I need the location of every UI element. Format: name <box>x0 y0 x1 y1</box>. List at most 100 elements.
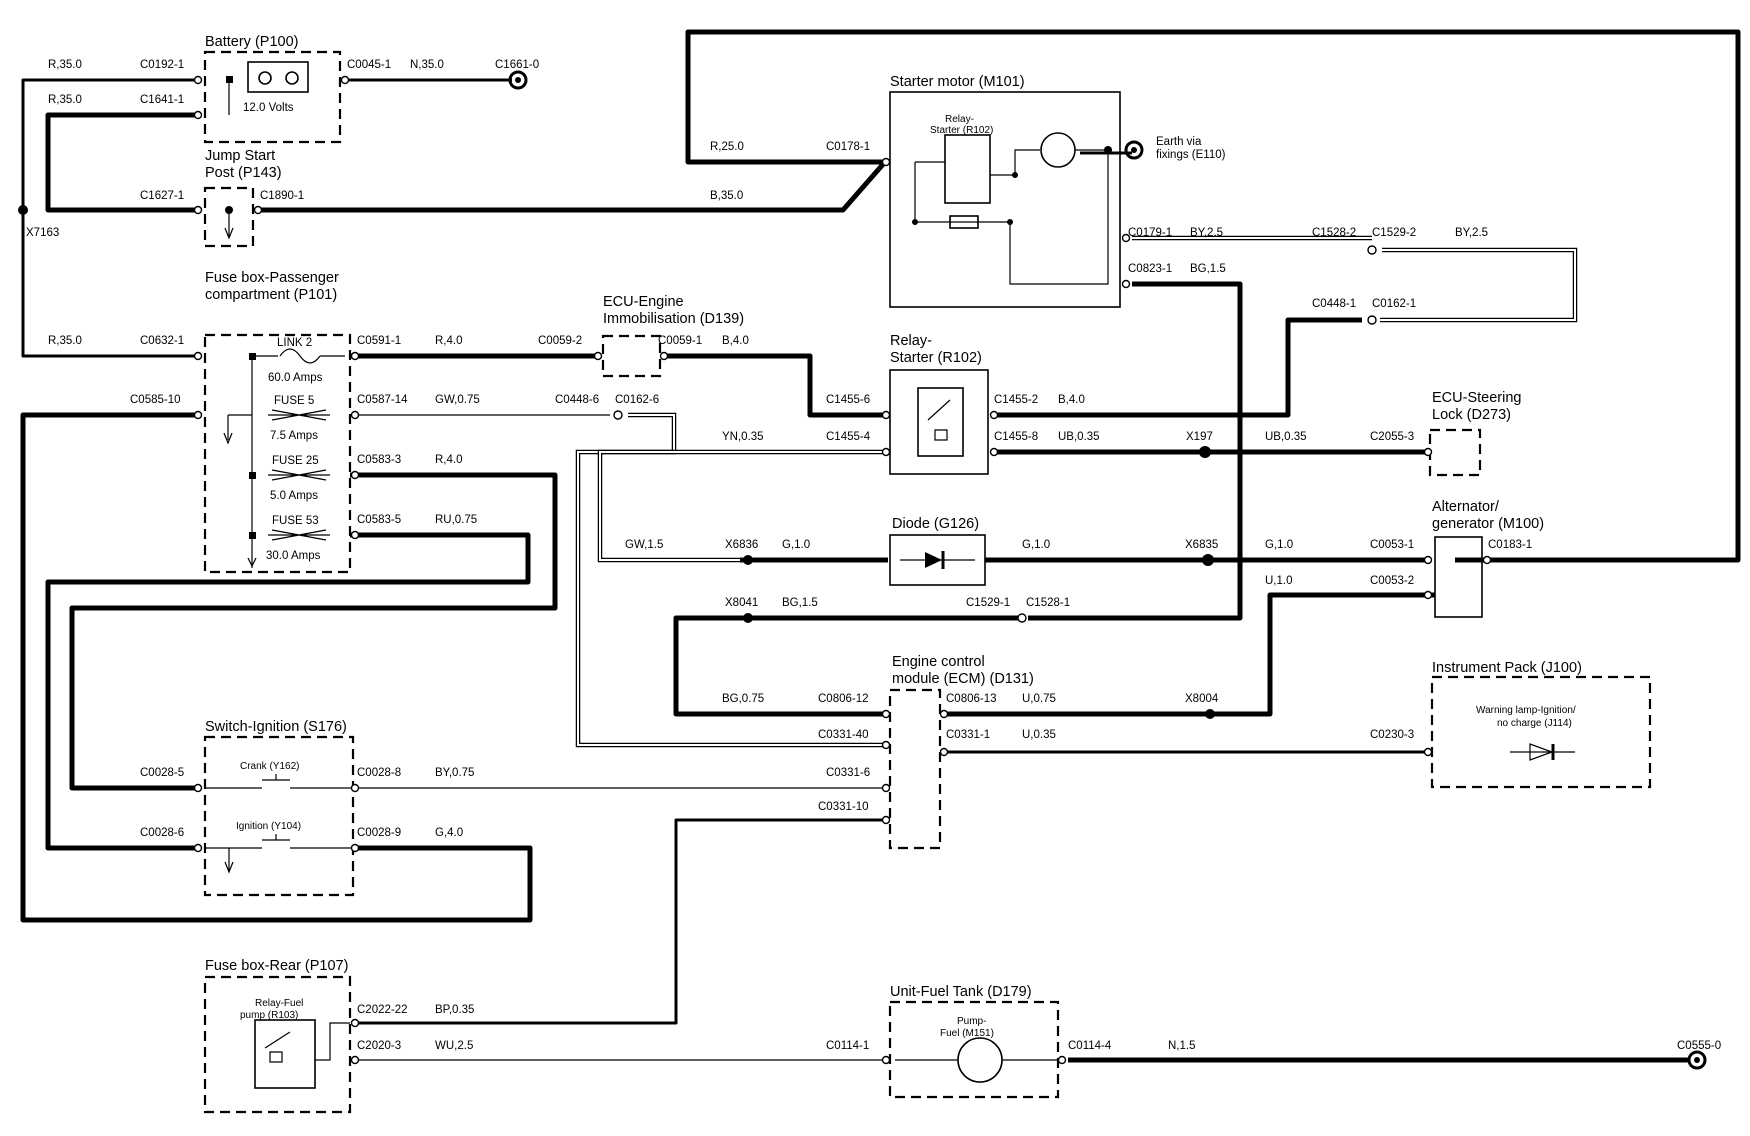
label-c1529-1: C1529-1 <box>966 597 1010 609</box>
ecu-immob-box <box>601 334 662 378</box>
link2-label: LINK 2 <box>277 337 312 349</box>
label-r35-b: R,35.0 <box>48 94 82 106</box>
battery-volts: 12.0 Volts <box>243 102 294 114</box>
fuse53-label: FUSE 53 <box>272 515 319 527</box>
switch-ignition-title: Switch-Ignition (S176) <box>205 719 347 735</box>
wire-bp035 <box>355 818 888 1025</box>
label-n15: N,1.5 <box>1168 1040 1196 1052</box>
label-c1661: C1661-0 <box>495 59 539 71</box>
label-by25-a: BY,2.5 <box>1190 227 1223 239</box>
link2-amps: 60.0 Amps <box>268 372 323 384</box>
label-bp035: BP,0.35 <box>435 1004 474 1016</box>
label-g10-b: G,1.0 <box>1022 539 1050 551</box>
earth-label-1: Earth via <box>1156 136 1202 148</box>
fuse-box-rear-box <box>203 975 352 1114</box>
label-c0331-1: C0331-1 <box>946 729 990 741</box>
wire-b35 <box>255 160 887 213</box>
label-c0114-1: C0114-1 <box>826 1040 869 1052</box>
ignition-label: Ignition (Y104) <box>236 821 301 832</box>
label-n35: N,35.0 <box>410 59 444 71</box>
ecm-title-2: module (ECM) (D131) <box>892 671 1034 687</box>
relay-fuel-label-1: Relay-Fuel <box>255 998 303 1009</box>
splice-x8004 <box>1205 709 1215 719</box>
unit-fuel-tank-box <box>888 1000 1060 1099</box>
label-x8041: X8041 <box>725 597 758 609</box>
label-c0028-9: C0028-9 <box>357 827 401 839</box>
label-ub035-b: UB,0.35 <box>1265 431 1307 443</box>
ignition-switch-icon <box>205 834 353 849</box>
label-c0331-40: C0331-40 <box>818 729 869 741</box>
starter-inner-relay-icon <box>944 134 991 204</box>
fuse25-icon <box>268 469 330 481</box>
fuse-box-rear-title: Fuse box-Rear (P107) <box>205 958 348 974</box>
instrument-pack-box <box>1430 675 1652 789</box>
label-c1455-2: C1455-2 <box>994 394 1038 406</box>
battery-cell-icon <box>247 61 309 93</box>
label-x6836: X6836 <box>725 539 758 551</box>
label-c0178: C0178-1 <box>826 141 870 153</box>
label-b4-a: B,4.0 <box>722 335 749 347</box>
splice-x7163 <box>18 205 28 215</box>
label-gw075: GW,0.75 <box>435 394 480 406</box>
unit-fuel-tank-title: Unit-Fuel Tank (D179) <box>890 984 1032 1000</box>
splice-x197 <box>1199 446 1211 458</box>
connector-pins <box>193 75 1492 1065</box>
label-c1528-1: C1528-1 <box>1026 597 1070 609</box>
switch-ignition-box <box>203 735 355 897</box>
fuse5-label: FUSE 5 <box>274 395 314 407</box>
label-c0028-5: C0028-5 <box>140 767 184 779</box>
label-c1627: C1627-1 <box>140 190 184 202</box>
label-bg15-a: BG,1.5 <box>1190 263 1226 275</box>
alternator-title-2: generator (M100) <box>1432 516 1544 532</box>
fuse25-amps: 5.0 Amps <box>270 490 318 502</box>
wire-u10 <box>945 592 1435 717</box>
label-c0331-6: C0331-6 <box>826 767 870 779</box>
alternator-box <box>1434 536 1483 618</box>
label-c0230: C0230-3 <box>1370 729 1414 741</box>
label-g10-a: G,1.0 <box>782 539 810 551</box>
wire-r35-c1641 <box>45 112 198 213</box>
warning-lamp-label-1: Warning lamp-Ignition/ <box>1476 705 1576 716</box>
label-c0806-12: C0806-12 <box>818 693 869 705</box>
ecu-steering-box <box>1428 428 1482 477</box>
label-c2022: C2022-22 <box>357 1004 408 1016</box>
diode-title: Diode (G126) <box>892 516 979 532</box>
label-b4-b: B,4.0 <box>1058 394 1085 406</box>
fuse5-amps: 7.5 Amps <box>270 430 318 442</box>
relay-starter-title-1: Relay- <box>890 333 932 349</box>
label-r35-a: R,35.0 <box>48 59 82 71</box>
label-g10-c: G,1.0 <box>1265 539 1293 551</box>
ecu-immob-title-1: ECU-Engine <box>603 294 684 310</box>
label-c0045: C0045-1 <box>347 59 391 71</box>
splice-x8041 <box>743 613 753 623</box>
splice-x6835 <box>1202 554 1214 566</box>
crank-switch-icon <box>205 774 353 789</box>
label-c1455-4: C1455-4 <box>826 431 871 443</box>
label-r25: R,25.0 <box>710 141 744 153</box>
fuse5-icon <box>268 409 330 421</box>
label-c0555: C0555-0 <box>1677 1040 1721 1052</box>
fuel-pump-icon <box>957 1037 1003 1083</box>
crank-label: Crank (Y162) <box>240 761 299 772</box>
wire-c0585-loop <box>20 412 533 923</box>
label-u075: U,0.75 <box>1022 693 1056 705</box>
label-c0192: C0192-1 <box>140 59 184 71</box>
label-yn035: YN,0.35 <box>722 431 764 443</box>
wire-r25-loop <box>685 29 1741 563</box>
wire-labels: R,35.0 C0192-1 C0045-1 N,35.0 C1661-0 R,… <box>26 59 1721 1052</box>
label-c0632: C0632-1 <box>140 335 184 347</box>
splice-x6836 <box>743 555 753 565</box>
jump-start-box <box>203 186 255 248</box>
starter-motor-box <box>889 91 1121 308</box>
label-bg075: BG,0.75 <box>722 693 764 705</box>
relay-starter-box <box>889 369 989 475</box>
label-bg15-b: BG,1.5 <box>782 597 818 609</box>
label-c0591: C0591-1 <box>357 335 401 347</box>
wire-c0448-1 <box>992 317 1362 418</box>
label-by075: BY,0.75 <box>435 767 474 779</box>
earth-c1661-icon <box>508 70 528 90</box>
link2-fuse-icon <box>279 348 321 364</box>
label-c0806-13: C0806-13 <box>946 693 997 705</box>
